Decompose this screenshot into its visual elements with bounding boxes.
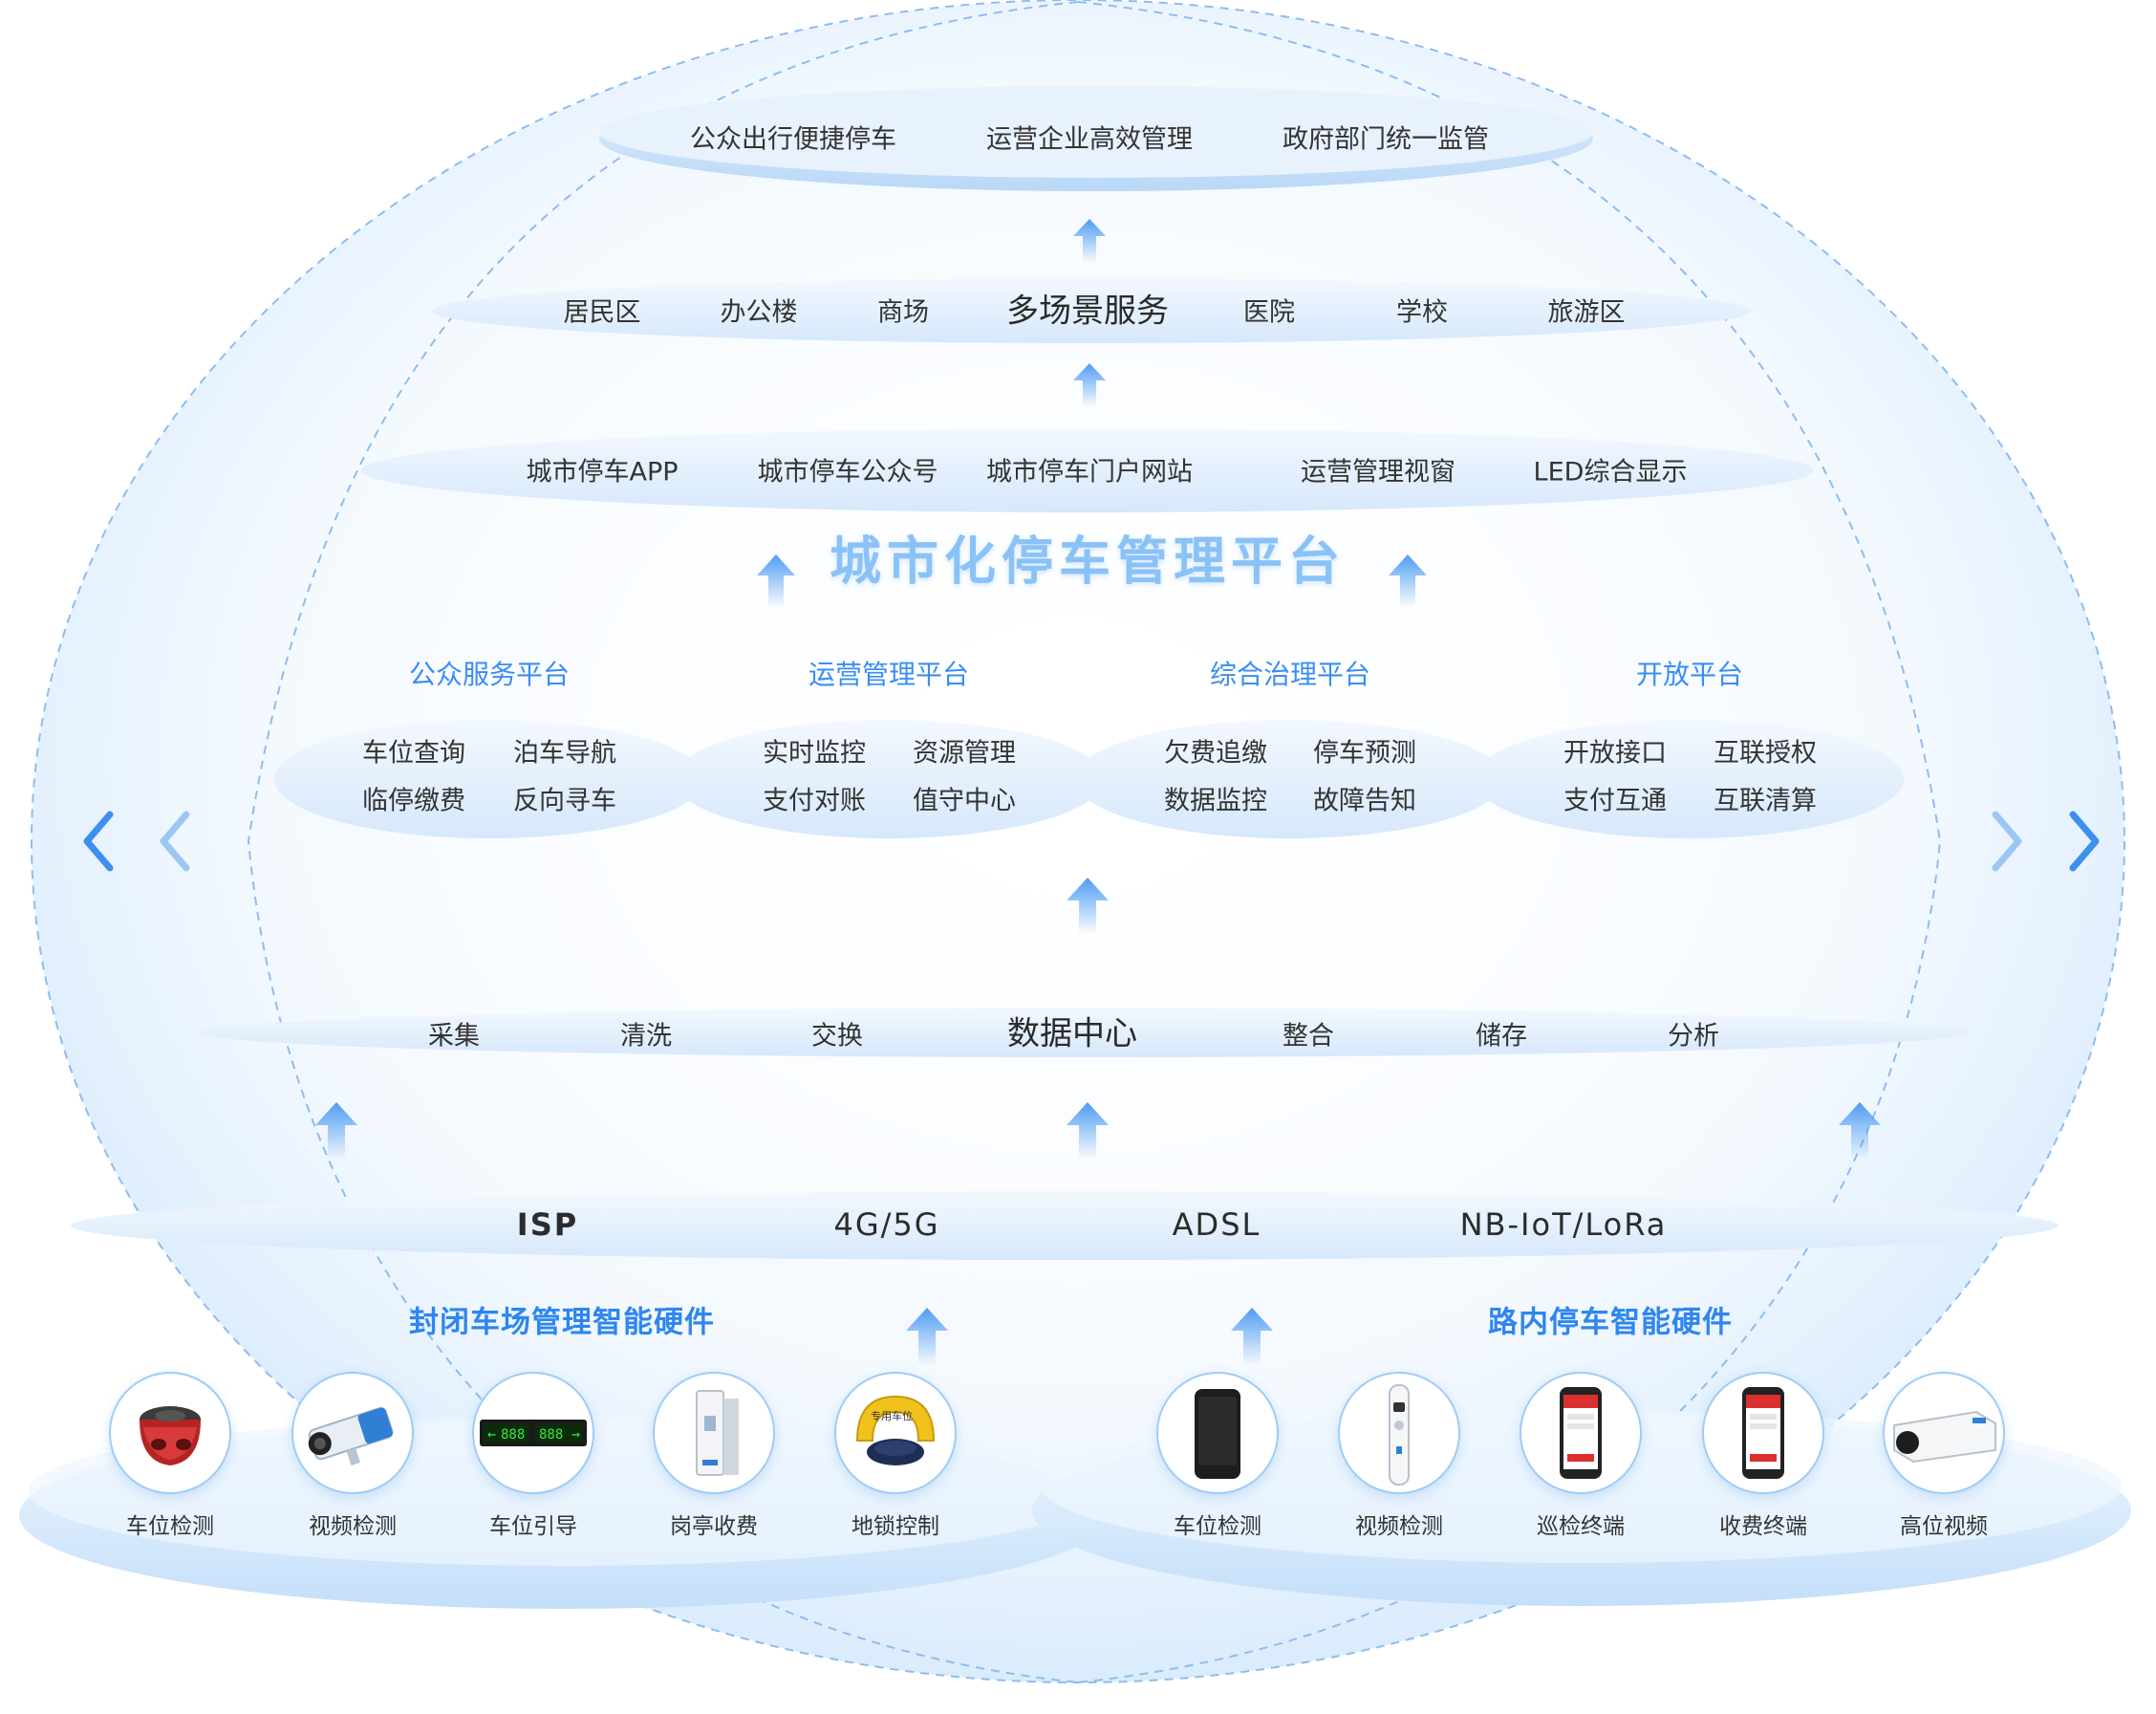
- channel-label: 城市停车门户网站: [986, 457, 1193, 488]
- network-label: 4G/5G: [833, 1206, 940, 1243]
- device-label: 巡检终端: [1537, 1514, 1625, 1539]
- channel-label: 城市停车APP: [526, 457, 679, 488]
- platform-item: 故障告知: [1313, 786, 1416, 816]
- up-arrow-icon: [1067, 1102, 1109, 1160]
- scene-label: 居民区: [563, 297, 641, 328]
- video-pole-icon: [1338, 1372, 1460, 1494]
- parking-lock-icon: 专用车位: [834, 1372, 957, 1494]
- chevron-left-icon[interactable]: [79, 811, 118, 872]
- platform-item: 资源管理: [913, 738, 1016, 769]
- platform-title: 公众服务平台: [408, 659, 571, 690]
- scene-label: 办公楼: [720, 297, 798, 328]
- network-label: ISP: [516, 1206, 579, 1243]
- platform-item: 开放接口: [1563, 738, 1667, 769]
- goal-label: 运营企业高效管理: [986, 124, 1193, 155]
- device-label: 车位引导: [489, 1514, 577, 1539]
- scene-label: 商场: [877, 297, 929, 328]
- goal-label: 政府部门统一监管: [1283, 124, 1489, 155]
- platform-item: 互联清算: [1714, 786, 1817, 816]
- platform-item: 欠费追缴: [1164, 738, 1267, 769]
- svg-text:→: →: [571, 1425, 580, 1443]
- chevron-right-icon[interactable]: [1988, 811, 2026, 872]
- toll-booth-icon: [653, 1372, 775, 1494]
- scene-label: 医院: [1243, 297, 1295, 328]
- platform-item: 临停缴费: [362, 786, 465, 816]
- up-arrow-icon: [315, 1102, 357, 1160]
- parking-detector-icon: [109, 1372, 231, 1494]
- up-arrow-icon: [757, 554, 795, 608]
- data-center-label: 数据中心: [1007, 1014, 1137, 1053]
- device-label: 高位视频: [1900, 1514, 1988, 1539]
- network-label: NB-IoT/LoRa: [1459, 1206, 1668, 1243]
- channel-label: 运营管理视窗: [1301, 457, 1455, 488]
- platform-item: 值守中心: [913, 786, 1016, 816]
- up-arrow-icon: [1073, 219, 1106, 263]
- device-label: 视频检测: [1355, 1514, 1443, 1539]
- up-arrow-icon: [1389, 554, 1427, 608]
- data-step-label: 采集: [428, 1021, 480, 1052]
- main-title: 城市化停车管理平台: [830, 531, 1346, 592]
- led-guide-screen-icon: ← 888 888 →: [472, 1372, 594, 1494]
- camera-icon: [291, 1372, 414, 1494]
- chevron-left-icon[interactable]: [156, 811, 194, 872]
- hardware-group-title: 路内停车智能硬件: [1488, 1305, 1733, 1340]
- device-label: 收费终端: [1719, 1514, 1807, 1539]
- data-step-label: 分析: [1668, 1021, 1719, 1052]
- chevron-right-icon[interactable]: [2065, 811, 2103, 872]
- platform-item: 支付对账: [763, 786, 866, 816]
- up-arrow-icon: [1231, 1308, 1273, 1365]
- scene-label: 学校: [1396, 297, 1448, 328]
- channel-label: 城市停车公众号: [757, 457, 938, 488]
- platform-item: 支付互通: [1563, 786, 1667, 816]
- device-label: 车位检测: [126, 1514, 214, 1539]
- handheld-terminal-icon: [1156, 1372, 1279, 1494]
- high-position-camera-icon: [1883, 1372, 2005, 1494]
- platform-title: 综合治理平台: [1209, 659, 1371, 690]
- platform-item: 泊车导航: [513, 738, 616, 769]
- device-label: 视频检测: [309, 1514, 397, 1539]
- channel-label: LED综合显示: [1533, 457, 1688, 488]
- platform-item: 停车预测: [1313, 738, 1416, 769]
- platform-item: 反向寻车: [513, 786, 616, 816]
- svg-text:专用车位: 专用车位: [871, 1409, 913, 1422]
- data-step-label: 交换: [811, 1021, 863, 1052]
- platform-item: 车位查询: [362, 738, 465, 769]
- svg-text:←: ←: [487, 1425, 496, 1443]
- up-arrow-icon: [906, 1308, 948, 1365]
- svg-text:888: 888: [539, 1427, 563, 1443]
- data-step-label: 清洗: [620, 1021, 672, 1052]
- up-arrow-icon: [1839, 1102, 1881, 1160]
- payment-phone-icon: [1702, 1372, 1824, 1494]
- svg-text:888: 888: [501, 1427, 525, 1443]
- network-label: ADSL: [1172, 1206, 1261, 1243]
- device-label: 岗亭收费: [670, 1514, 758, 1539]
- data-step-label: 储存: [1476, 1021, 1527, 1052]
- hardware-group-title: 封闭车场管理智能硬件: [409, 1305, 715, 1340]
- inspection-phone-icon: [1520, 1372, 1642, 1494]
- device-label: 车位检测: [1174, 1514, 1261, 1539]
- data-step-label: 整合: [1283, 1021, 1334, 1052]
- up-arrow-icon: [1073, 363, 1106, 407]
- platform-item: 互联授权: [1714, 738, 1817, 769]
- platform-title: 运营管理平台: [808, 659, 970, 690]
- scene-label: 旅游区: [1547, 297, 1626, 328]
- platform-item: 实时监控: [763, 738, 866, 769]
- device-label: 地锁控制: [852, 1514, 939, 1539]
- up-arrow-icon: [1067, 878, 1109, 935]
- goal-label: 公众出行便捷停车: [690, 124, 896, 155]
- scene-center-label: 多场景服务: [1006, 292, 1169, 331]
- platform-item: 数据监控: [1164, 786, 1267, 816]
- platform-title: 开放平台: [1635, 659, 1744, 690]
